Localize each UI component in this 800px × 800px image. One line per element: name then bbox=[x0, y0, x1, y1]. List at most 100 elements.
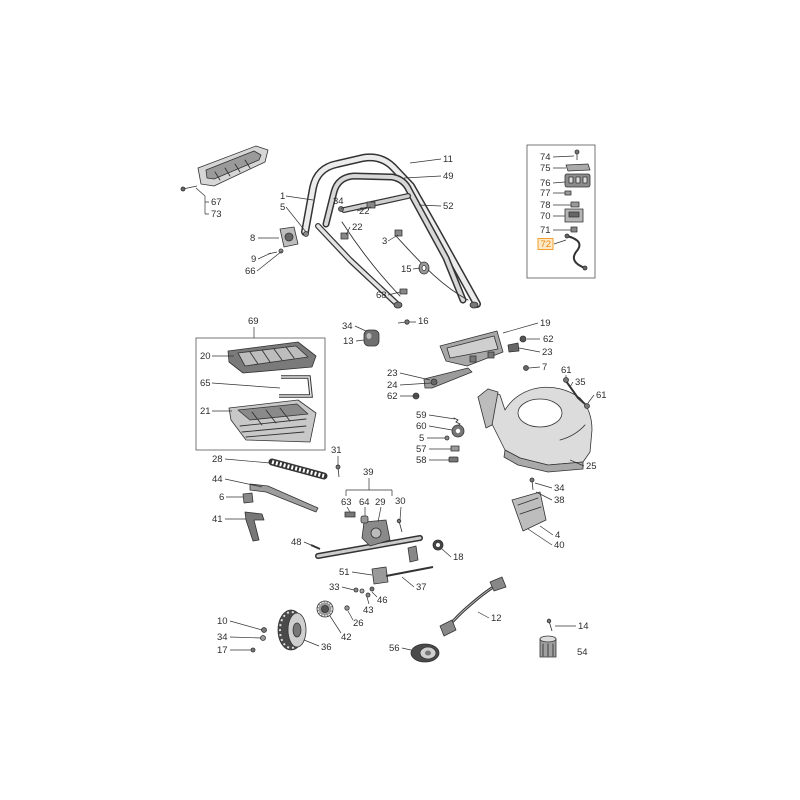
callout-label: 21 bbox=[200, 406, 211, 417]
callout-label: 20 bbox=[200, 351, 211, 362]
mower-deck-25 bbox=[477, 386, 593, 473]
callout-label: 34 bbox=[217, 632, 228, 643]
callout-label: 4 bbox=[555, 530, 560, 541]
cable-clip-68 bbox=[399, 288, 408, 295]
callout-label: 1 bbox=[280, 191, 285, 202]
callout-label: 19 bbox=[540, 318, 551, 329]
callout-label: 78 bbox=[540, 200, 551, 211]
callout-label: 61 bbox=[596, 390, 607, 401]
callout-label: 36 bbox=[321, 642, 332, 653]
highlighted-callout-label: 72 bbox=[541, 239, 552, 250]
drive-small-parts bbox=[444, 417, 465, 463]
callout-label: 28 bbox=[212, 454, 223, 465]
callout-label: 54 bbox=[577, 647, 588, 658]
callout-label: 39 bbox=[363, 467, 374, 478]
callout-label: 26 bbox=[353, 618, 364, 629]
callout-label: 58 bbox=[416, 455, 427, 466]
handle-assembly bbox=[305, 157, 478, 309]
callout-label: 46 bbox=[377, 595, 388, 606]
callout-label: 49 bbox=[443, 171, 454, 182]
callout-label: 76 bbox=[540, 178, 551, 189]
lever-rod-44 bbox=[249, 483, 319, 513]
callout-label: 15 bbox=[401, 264, 412, 275]
grass-catcher-kit bbox=[195, 337, 326, 451]
handle-knob-13 bbox=[363, 319, 410, 347]
callout-label: 41 bbox=[212, 514, 223, 525]
wheel-hub-gear-42 bbox=[316, 600, 334, 618]
callout-label: 17 bbox=[217, 645, 228, 656]
callout-label: 51 bbox=[339, 567, 350, 578]
callout-label: 3 bbox=[382, 236, 387, 247]
callout-label: 22 bbox=[359, 206, 370, 217]
callout-label: 31 bbox=[331, 445, 342, 456]
callout-label: 9 bbox=[251, 254, 256, 265]
callout-label: 29 bbox=[375, 497, 386, 508]
callout-label: 77 bbox=[540, 188, 551, 199]
callout-label: 43 bbox=[363, 605, 374, 616]
catcher-frame-65 bbox=[279, 375, 313, 398]
callout-label: 57 bbox=[416, 444, 427, 455]
callout-label: 66 bbox=[245, 266, 256, 277]
drive-shaft-assembly-39 bbox=[310, 511, 423, 559]
screw-14 bbox=[546, 618, 553, 632]
rear-flap-19 bbox=[439, 330, 529, 371]
wiring-harness bbox=[566, 235, 586, 269]
callout-label: 22 bbox=[352, 222, 363, 233]
callout-label: 11 bbox=[443, 154, 453, 165]
callout-label: 61 bbox=[561, 365, 572, 376]
bracket-41 bbox=[244, 511, 265, 542]
callout-label: 34 bbox=[333, 196, 344, 207]
drive-cable-12 bbox=[439, 576, 507, 637]
callout-label: 38 bbox=[554, 495, 565, 506]
callout-label: 34 bbox=[342, 321, 353, 332]
electrical-kit-box bbox=[526, 144, 596, 279]
callout-label: 6 bbox=[219, 492, 224, 503]
drive-lever-37 bbox=[344, 545, 434, 611]
callout-label: 67 bbox=[211, 197, 222, 208]
control-cable bbox=[395, 235, 469, 301]
callout-label: 48 bbox=[291, 537, 302, 548]
callout-label: 23 bbox=[542, 347, 553, 358]
control-cable bbox=[341, 221, 401, 297]
callout-label: 56 bbox=[389, 643, 400, 654]
catcher-bottom-21 bbox=[228, 399, 317, 443]
callout-label: 16 bbox=[418, 316, 429, 327]
callout-label: 75 bbox=[540, 163, 551, 174]
highlight-box bbox=[537, 238, 554, 250]
callout-label: 63 bbox=[341, 497, 352, 508]
bushing-15 bbox=[418, 261, 430, 275]
callout-label: 62 bbox=[387, 391, 398, 402]
callout-label: 59 bbox=[416, 410, 427, 421]
screw-31 bbox=[335, 464, 341, 478]
callout-label: 42 bbox=[341, 632, 352, 643]
callout-label: 70 bbox=[540, 211, 551, 222]
callout-label: 60 bbox=[416, 421, 427, 432]
callout-label: 69 bbox=[248, 316, 259, 327]
callout-label: 40 bbox=[554, 540, 565, 551]
callout-label: 10 bbox=[217, 616, 228, 627]
drive-belt-28 bbox=[268, 458, 328, 480]
wheel-cap-54 bbox=[539, 635, 557, 658]
callout-label: 35 bbox=[575, 377, 586, 388]
callout-label: 5 bbox=[419, 433, 424, 444]
callout-label: 33 bbox=[329, 582, 340, 593]
wheel-bolts bbox=[250, 627, 267, 653]
callout-label: 68 bbox=[376, 290, 387, 301]
callout-label: 25 bbox=[586, 461, 597, 472]
leader-lines bbox=[195, 155, 595, 651]
callout-label: 13 bbox=[343, 336, 354, 347]
callout-label: 5 bbox=[280, 202, 285, 213]
callout-label: 14 bbox=[578, 621, 589, 632]
highlighted-callout: 72 bbox=[537, 238, 554, 250]
callout-label: 18 bbox=[453, 552, 464, 563]
callout-label: 8 bbox=[250, 233, 255, 244]
callout-label: 52 bbox=[443, 201, 454, 212]
callout-label: 44 bbox=[212, 474, 223, 485]
gear-nut-18 bbox=[432, 539, 444, 551]
callout-label: 62 bbox=[543, 334, 554, 345]
callout-label: 7 bbox=[542, 362, 547, 373]
catcher-top-20 bbox=[227, 341, 317, 374]
callout-label: 12 bbox=[491, 613, 502, 624]
